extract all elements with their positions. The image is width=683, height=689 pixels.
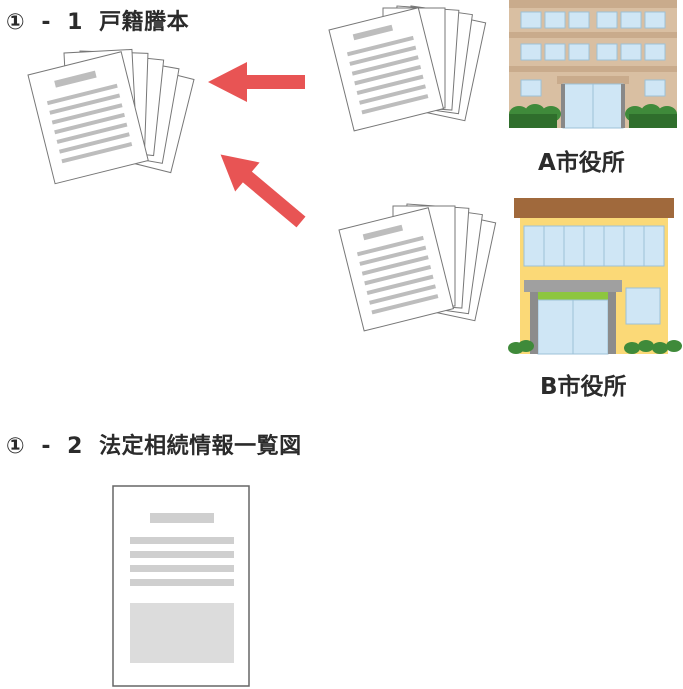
city-hall-building-icon bbox=[509, 0, 677, 129]
inheritance-chart-document-icon bbox=[112, 485, 250, 687]
document-stack-a-icon bbox=[328, 5, 487, 132]
heading-dash: - bbox=[41, 10, 51, 35]
section-1-heading: ① - 1 戸籍謄本 bbox=[6, 4, 189, 36]
document-stack-b-icon bbox=[338, 203, 497, 332]
arrow-up-left-icon bbox=[220, 154, 306, 228]
heading-dash: - bbox=[41, 434, 51, 459]
heading-title: 法定相続情報一覧図 bbox=[99, 434, 302, 459]
circled-marker: ① bbox=[6, 434, 26, 459]
city-hall-building-b-icon bbox=[508, 198, 682, 355]
heading-title: 戸籍謄本 bbox=[99, 10, 190, 35]
circled-marker: ① bbox=[6, 10, 26, 35]
office-b-label: B市役所 bbox=[540, 374, 627, 400]
heading-number: 2 bbox=[67, 434, 83, 459]
heading-number: 1 bbox=[67, 10, 83, 35]
office-a-label: A市役所 bbox=[538, 150, 625, 176]
arrow-left-icon bbox=[208, 62, 305, 102]
section-2-heading: ① - 2 法定相続情報一覧図 bbox=[6, 428, 302, 460]
collected-document-stack-icon bbox=[27, 48, 195, 185]
